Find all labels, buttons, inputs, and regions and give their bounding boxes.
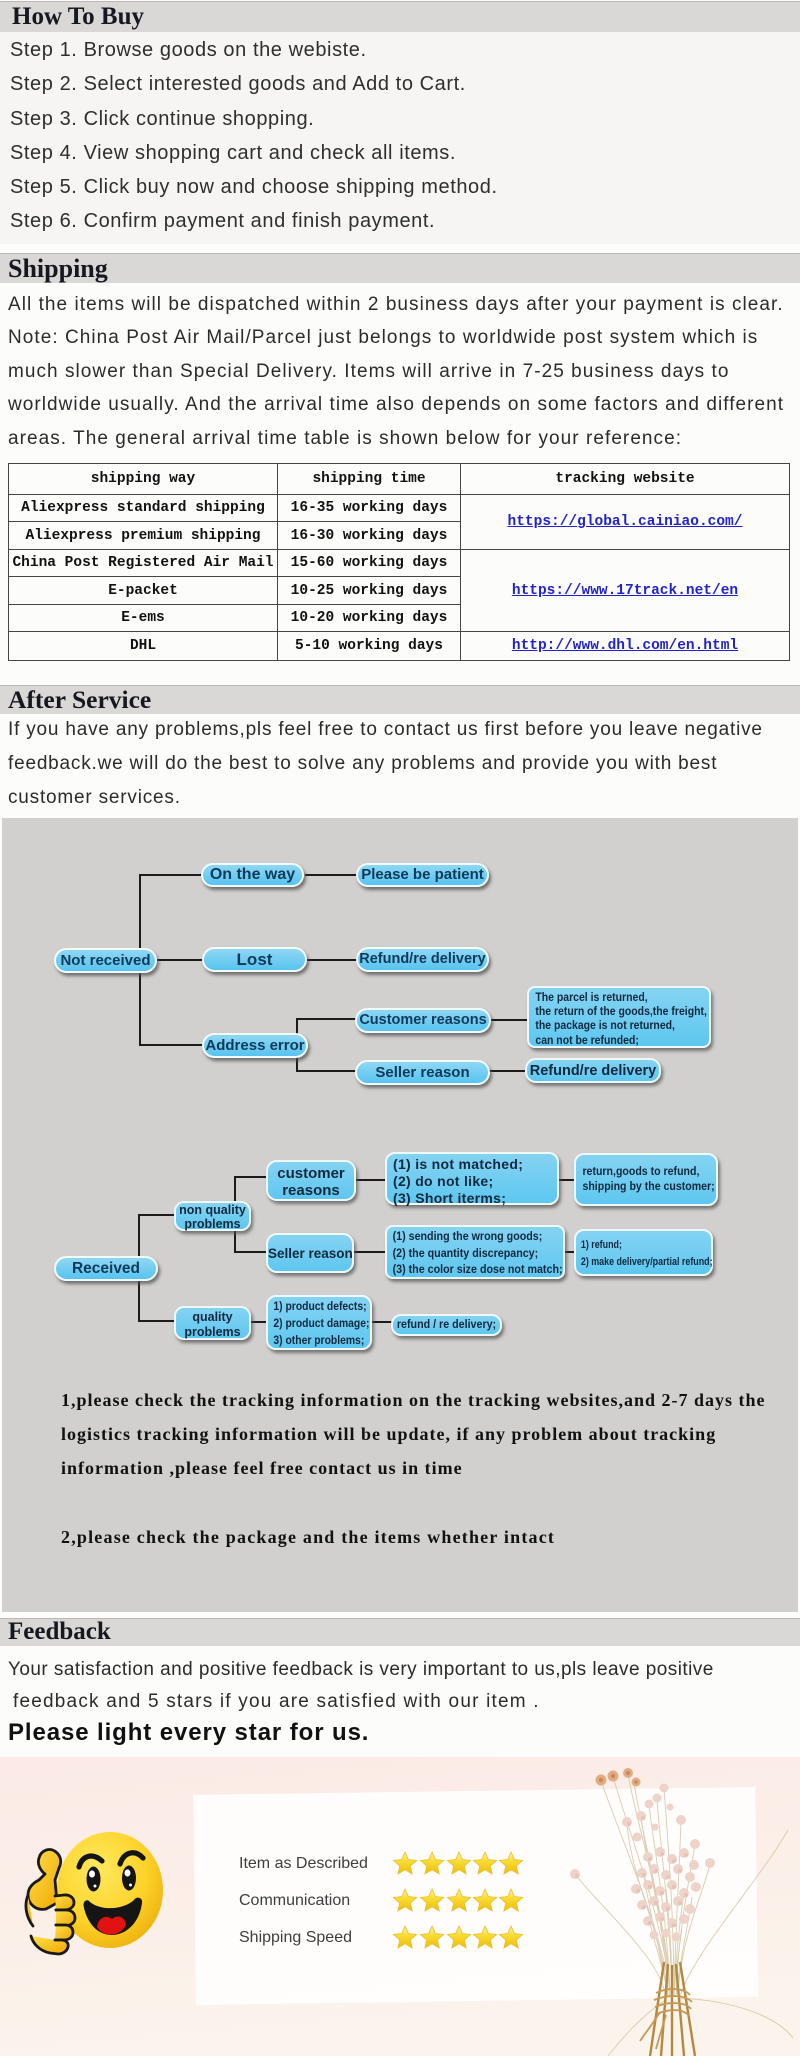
svg-text:Shipping Speed: Shipping Speed [239,1929,352,1946]
svg-text:Item as Described: Item as Described [239,1855,368,1872]
svg-text:Communication: Communication [239,1892,350,1909]
